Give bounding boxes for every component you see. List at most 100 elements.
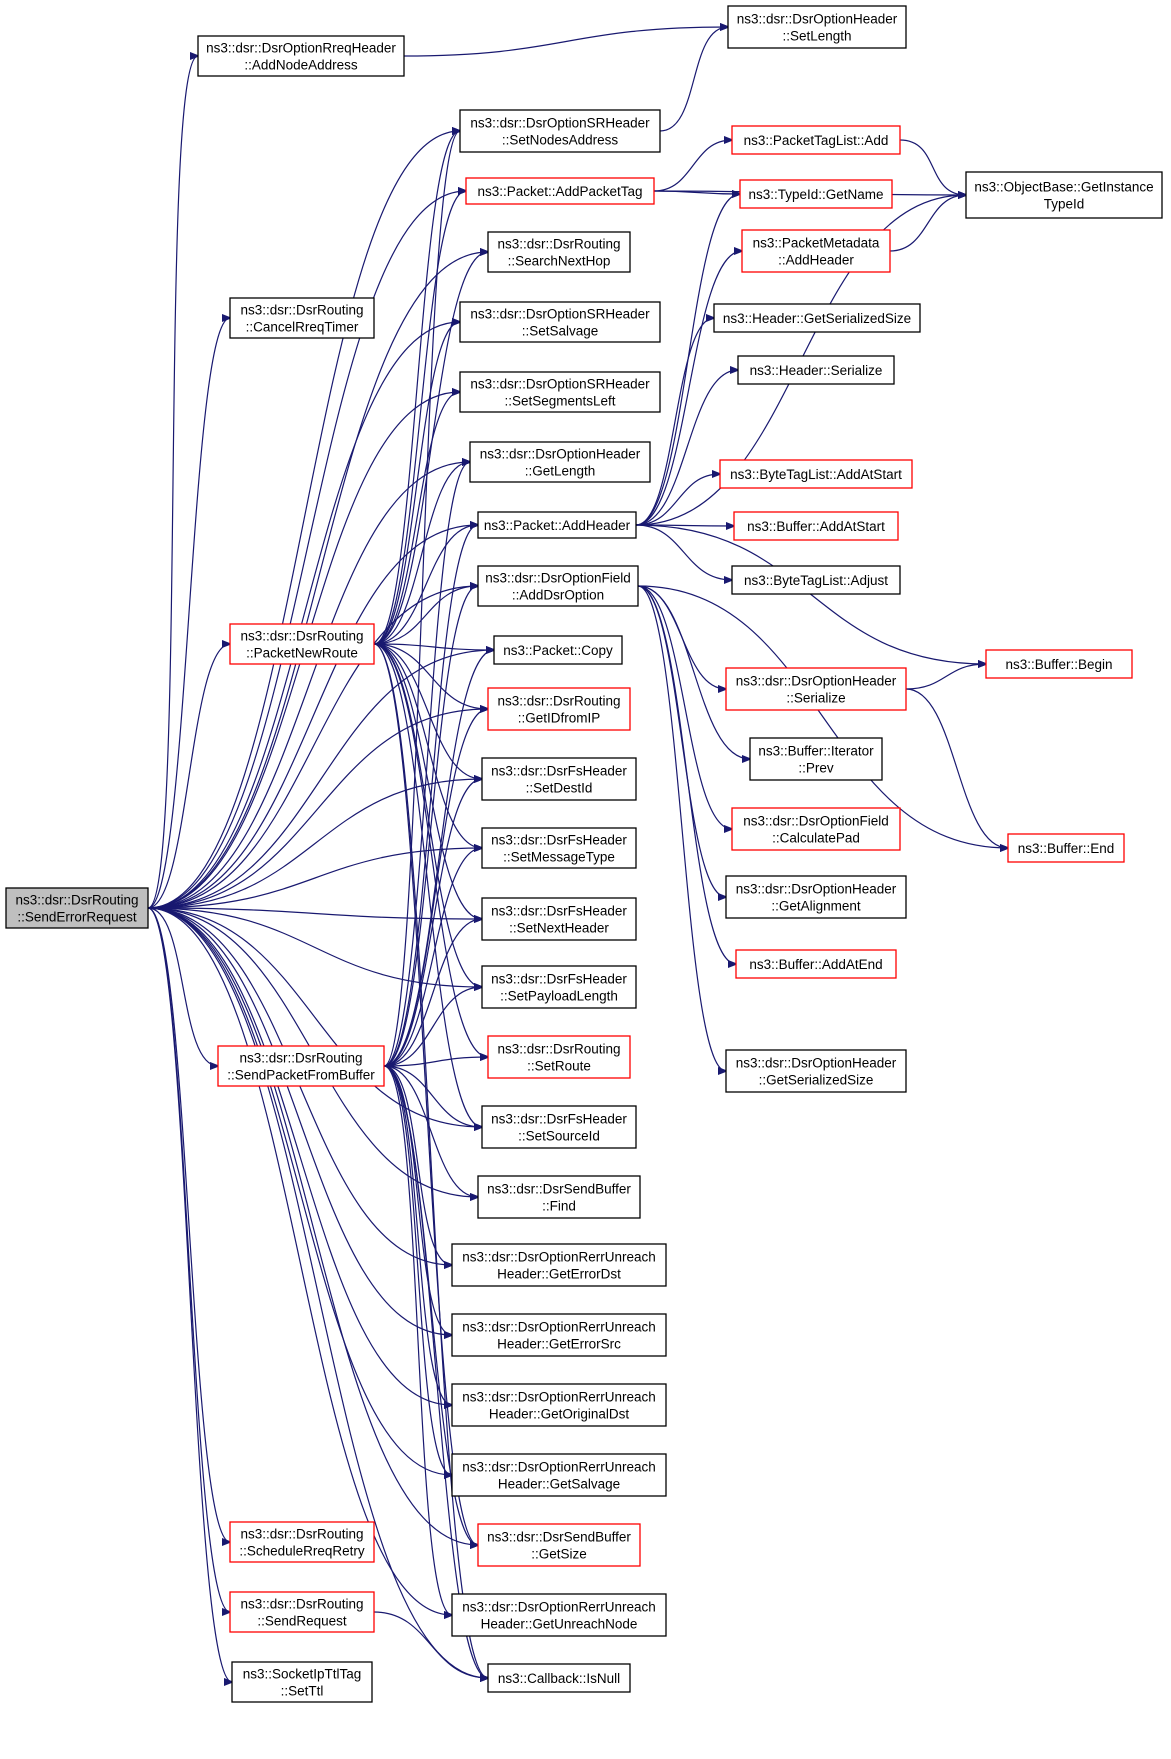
node-label: ::SetDestId — [526, 781, 593, 796]
node-setSegmentsLeft[interactable]: ns3::dsr::DsrOptionSRHeader::SetSegments… — [459, 371, 661, 413]
node-label: ns3::dsr::DsrFsHeader — [491, 972, 627, 987]
edge-sendPacketFromBuffer-to-setMessageType — [383, 848, 482, 1067]
node-label: Header::GetOriginalDst — [489, 1407, 630, 1422]
edge-sendPacketFromBuffer-to-getLength — [383, 462, 470, 1067]
node-cancelRreq[interactable]: ns3::dsr::DsrRouting::CancelRreqTimer — [229, 297, 375, 339]
edge-sendPacketFromBuffer-to-setRoute — [383, 1057, 488, 1067]
node-isNull[interactable]: ns3::Callback::IsNull — [487, 1663, 631, 1693]
node-scheduleRreqRetry[interactable]: ns3::dsr::DsrRouting::ScheduleRreqRetry — [229, 1521, 375, 1563]
node-label: ns3::dsr::DsrOptionField — [743, 814, 889, 829]
node-label: ::CalculatePad — [772, 831, 860, 846]
node-setLength[interactable]: ns3::dsr::DsrOptionHeader::SetLength — [727, 5, 907, 49]
node-label: Header::GetSalvage — [498, 1477, 620, 1492]
edge-optHeaderSerialize-to-bufferEnd — [905, 688, 1008, 848]
node-label: TypeId — [1044, 197, 1085, 212]
node-box — [481, 757, 637, 801]
node-bufferAddAtEnd[interactable]: ns3::Buffer::AddAtEnd — [735, 949, 897, 979]
node-bufferBegin[interactable]: ns3::Buffer::Begin — [985, 649, 1133, 679]
node-typeIdGetName[interactable]: ns3::TypeId::GetName — [739, 179, 893, 209]
edge-packetNewRoute-to-addHeader — [373, 525, 478, 645]
node-sendPacketFromBuffer[interactable]: ns3::dsr::DsrRouting::SendPacketFromBuff… — [217, 1045, 385, 1087]
node-getAlignment[interactable]: ns3::dsr::DsrOptionHeader::GetAlignment — [725, 875, 907, 919]
node-root[interactable]: ns3::dsr::DsrRouting::SendErrorRequest — [5, 887, 149, 929]
node-setDestId[interactable]: ns3::dsr::DsrFsHeader::SetDestId — [481, 757, 637, 801]
node-label: ns3::dsr::DsrOptionRerrUnreach — [462, 1390, 656, 1405]
node-byteTagListAdjust[interactable]: ns3::ByteTagList::Adjust — [731, 565, 901, 595]
node-setRoute[interactable]: ns3::dsr::DsrRouting::SetRoute — [487, 1035, 631, 1079]
node-calculatePad[interactable]: ns3::dsr::DsrOptionField::CalculatePad — [731, 807, 901, 851]
node-label: ns3::dsr::DsrRouting — [497, 694, 620, 709]
node-setPayloadLength[interactable]: ns3::dsr::DsrFsHeader::SetPayloadLength — [481, 965, 637, 1009]
node-bufferEnd[interactable]: ns3::Buffer::End — [1007, 833, 1125, 863]
edge-root-to-setNodesAddress — [147, 131, 460, 909]
edge-addDsrOption-to-calculatePad — [637, 585, 732, 829]
edge-addHeader-to-headerSerialize — [635, 370, 738, 526]
node-optHeaderSerialize[interactable]: ns3::dsr::DsrOptionHeader::Serialize — [725, 667, 907, 711]
node-label: ::AddHeader — [778, 253, 854, 268]
node-headerGetSerializedSize[interactable]: ns3::Header::GetSerializedSize — [713, 303, 921, 333]
node-setSourceId[interactable]: ns3::dsr::DsrFsHeader::SetSourceId — [481, 1105, 637, 1149]
node-label: ns3::dsr::DsrOptionHeader — [736, 882, 897, 897]
node-headerSerialize[interactable]: ns3::Header::Serialize — [737, 355, 895, 385]
node-bufferAddAtStart[interactable]: ns3::Buffer::AddAtStart — [733, 511, 899, 541]
node-label: ns3::dsr::DsrRouting — [239, 1051, 362, 1066]
node-label: ns3::Buffer::Begin — [1005, 657, 1112, 672]
node-addNodeAddress[interactable]: ns3::dsr::DsrOptionRreqHeader::AddNodeAd… — [197, 35, 405, 77]
node-optHeaderGetSerializedSize[interactable]: ns3::dsr::DsrOptionHeader::GetSerialized… — [725, 1049, 907, 1093]
node-getOriginalDst[interactable]: ns3::dsr::DsrOptionRerrUnreachHeader::Ge… — [451, 1383, 667, 1427]
node-setNextHeader[interactable]: ns3::dsr::DsrFsHeader::SetNextHeader — [481, 897, 637, 941]
edge-root-to-addNodeAddress — [147, 56, 198, 909]
node-addPacketTag[interactable]: ns3::Packet::AddPacketTag — [465, 177, 655, 205]
node-addDsrOption[interactable]: ns3::dsr::DsrOptionField::AddDsrOption — [477, 565, 639, 607]
node-box — [481, 1105, 637, 1149]
node-packetCopy[interactable]: ns3::Packet::Copy — [493, 635, 623, 665]
node-label: ns3::Buffer::AddAtStart — [747, 519, 885, 534]
node-label: ns3::dsr::DsrOptionSRHeader — [470, 116, 650, 131]
node-box — [231, 1661, 373, 1703]
node-iteratorPrev[interactable]: ns3::Buffer::Iterator::Prev — [749, 737, 883, 781]
edge-root-to-searchNextHop — [147, 252, 488, 909]
node-label: ns3::dsr::DsrOptionHeader — [736, 674, 897, 689]
edge-packetNewRoute-to-setSourceId — [373, 643, 482, 1127]
node-getUnreachNode[interactable]: ns3::dsr::DsrOptionRerrUnreachHeader::Ge… — [451, 1593, 667, 1637]
node-getLength[interactable]: ns3::dsr::DsrOptionHeader::GetLength — [469, 441, 651, 483]
node-getSalvage[interactable]: ns3::dsr::DsrOptionRerrUnreachHeader::Ge… — [451, 1453, 667, 1497]
node-box — [459, 109, 661, 153]
edge-addNodeAddress-to-setLength — [403, 27, 728, 57]
node-label: ns3::TypeId::GetName — [748, 187, 883, 202]
edge-addHeader-to-byteTagListAddAtStart — [635, 474, 720, 526]
edge-sendPacketFromBuffer-to-find — [383, 1065, 478, 1197]
node-box — [749, 737, 883, 781]
node-setSalvage[interactable]: ns3::dsr::DsrOptionSRHeader::SetSalvage — [459, 301, 661, 343]
node-getSize[interactable]: ns3::dsr::DsrSendBuffer::GetSize — [477, 1523, 641, 1567]
node-label: ns3::dsr::DsrFsHeader — [491, 833, 627, 848]
node-pmAddHeader[interactable]: ns3::PacketMetadata::AddHeader — [741, 229, 891, 273]
edge-addDsrOption-to-bufferEnd — [637, 585, 1008, 848]
edge-root-to-isNull — [147, 907, 488, 1678]
node-label: ns3::ByteTagList::AddAtStart — [730, 467, 902, 482]
node-label: ns3::Packet::AddHeader — [484, 518, 631, 533]
node-label: ns3::PacketMetadata — [753, 236, 880, 251]
node-sendRequest[interactable]: ns3::dsr::DsrRouting::SendRequest — [229, 1591, 375, 1633]
node-getIDfromIP[interactable]: ns3::dsr::DsrRouting::GetIDfromIP — [487, 687, 631, 731]
node-byteTagListAddAtStart[interactable]: ns3::ByteTagList::AddAtStart — [719, 459, 913, 489]
node-box — [229, 1521, 375, 1563]
node-setTtl[interactable]: ns3::SocketIpTtlTag::SetTtl — [231, 1661, 373, 1703]
node-getErrorSrc[interactable]: ns3::dsr::DsrOptionRerrUnreachHeader::Ge… — [451, 1313, 667, 1357]
node-packetNewRoute[interactable]: ns3::dsr::DsrRouting::PacketNewRoute — [229, 623, 375, 665]
edge-addDsrOption-to-bufferAddAtEnd — [637, 585, 736, 964]
node-find[interactable]: ns3::dsr::DsrSendBuffer::Find — [477, 1175, 641, 1219]
node-searchNextHop[interactable]: ns3::dsr::DsrRouting::SearchNextHop — [487, 231, 631, 273]
node-box — [735, 949, 897, 979]
node-box — [713, 303, 921, 333]
node-setNodesAddress[interactable]: ns3::dsr::DsrOptionSRHeader::SetNodesAdd… — [459, 109, 661, 153]
node-getErrorDst[interactable]: ns3::dsr::DsrOptionRerrUnreachHeader::Ge… — [451, 1243, 667, 1287]
edge-packetTagListAdd-to-getInstanceTypeId — [899, 139, 966, 195]
node-label: ::GetLength — [525, 464, 596, 479]
node-label: Header::GetErrorSrc — [497, 1337, 621, 1352]
node-label: ns3::dsr::DsrOptionField — [485, 571, 631, 586]
node-packetTagListAdd[interactable]: ns3::PacketTagList::Add — [731, 125, 901, 155]
node-addHeader[interactable]: ns3::Packet::AddHeader — [477, 511, 637, 539]
node-setMessageType[interactable]: ns3::dsr::DsrFsHeader::SetMessageType — [481, 827, 637, 869]
